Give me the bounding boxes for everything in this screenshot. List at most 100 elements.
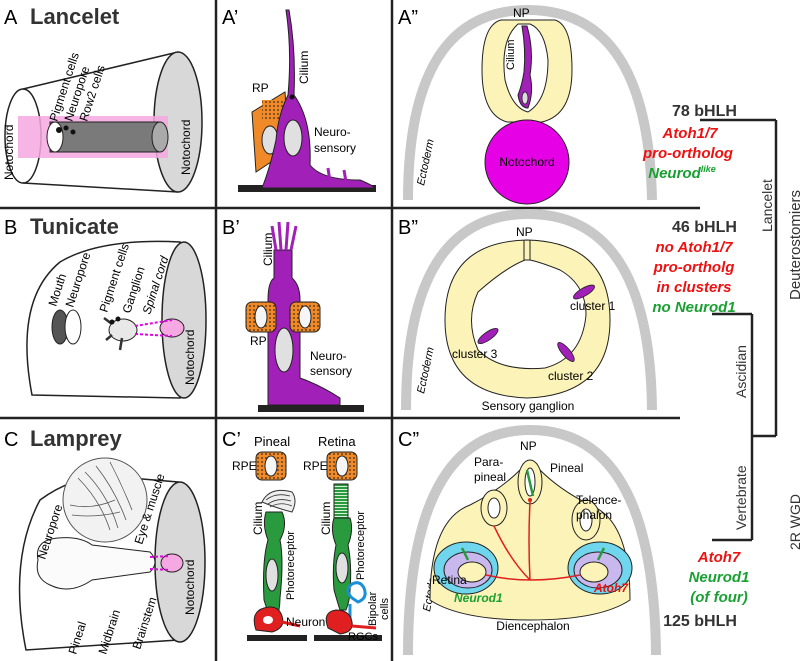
panel-a-letter: A (4, 7, 18, 29)
tree-tunicate-line-3: in clusters (656, 279, 731, 296)
b1-cilium-label: Cilium (261, 233, 275, 266)
lamprey-brain (36, 537, 156, 590)
c2-projections (485, 501, 581, 581)
tunicate-notochord-label: Notochord (183, 330, 197, 385)
a1-neuro-label-1: Neuro- (314, 125, 351, 139)
a1-basal-body (289, 94, 295, 100)
a2-notochord-label: Notochord (499, 155, 554, 169)
tunicate-body (26, 240, 181, 399)
b1-rp-cell-right (289, 301, 321, 333)
c1-neuron-label: Neuron (286, 615, 325, 629)
b1-neuro-label-2: sensory (310, 364, 352, 378)
c1-pineal-title: Pineal (254, 434, 290, 449)
tunicate-back-ellipse (161, 241, 207, 399)
b1-nucleus (274, 327, 294, 373)
tree-lancelet-neurod: Neurodlike (648, 164, 716, 182)
lancelet-notochord-right: Notochord (179, 120, 193, 175)
panel-b1-letter: B’ (222, 217, 240, 239)
panel-a: A Lancelet Notochord Notochord Pigment c… (2, 4, 203, 193)
tree-label-lancelet: Lancelet (759, 179, 775, 232)
panel-c2-letter: C” (398, 429, 419, 451)
tree-label-vertebrate: Vertebrate (733, 465, 749, 530)
panel-c-prime: C’ Pineal Retina RPE Cilium Photorecepto… (222, 429, 391, 643)
tree-lancelet-bhlh: 78 bHLH (672, 103, 737, 120)
c2-ectoderm-arc (403, 424, 661, 656)
c1-retina-title: Retina (318, 434, 356, 449)
c2-pineal-label: Pineal (550, 461, 583, 475)
c1-bipolar-cell (346, 581, 367, 604)
c1-rpe-label-2: RPE (303, 459, 328, 473)
c1-cilium-label-1: Cilium (251, 502, 265, 535)
panel-b2-letter: B” (398, 217, 418, 239)
tree-vert-of-four: (of four) (690, 589, 747, 606)
c2-retina-left (433, 541, 499, 595)
panel-a1-letter: A’ (222, 7, 238, 29)
panel-b-prime: B’ Cilium RP Neuro- sensory (222, 217, 364, 412)
a1-neuro-label-2: sensory (314, 141, 356, 155)
tree-tunicate-line-4: no Neurod1 (652, 299, 735, 316)
lancelet-pigment-spot (70, 129, 76, 135)
c2-tel-label-2: phalon (576, 508, 612, 522)
panel-b-double-prime: B” Ectoderm NP cluster 1 cluster 3 clust… (398, 208, 657, 413)
c2-tel-label-1: Telence- (576, 493, 621, 507)
lancelet-pigment-spot (63, 125, 69, 131)
panel-a2-letter: A” (398, 7, 418, 29)
panel-a-prime: A’ RP Cilium Neuro- sensory (222, 7, 377, 192)
tree-vert-atoh7: Atoh7 (697, 549, 741, 566)
a2-cilium-label: Cilium (505, 39, 517, 70)
b1-basal-bar (258, 405, 364, 412)
a2-np-label: NP (513, 6, 530, 20)
panel-b-title: Tunicate (30, 214, 119, 239)
c2-para-label-1: Para- (474, 455, 503, 469)
tunicate-ganglion (108, 318, 138, 342)
lancelet-pigment-spot (56, 127, 62, 133)
lamprey-eye-inset (62, 457, 148, 543)
b2-ectoderm-arc (401, 208, 657, 411)
a1-nucleus (283, 119, 303, 157)
tree-label-2r-wgd: 2R WGD (787, 494, 803, 550)
panel-c: C Lamprey Neuropore Eye & muscle Notocho… (4, 426, 206, 656)
lancelet-body-outline (22, 51, 179, 193)
b2-lumen (471, 259, 587, 370)
c1-retina-rpe (326, 451, 358, 481)
lancelet-notochord-left: Notochord (2, 125, 16, 180)
c1-retina-outer-segment (333, 483, 349, 519)
c2-para-label-2: pineal (474, 470, 506, 484)
tree-vert-bhlh: 125 bHLH (663, 613, 737, 630)
panel-a-double-prime: A” Ectoderm NP Cilium Notochord (398, 4, 657, 205)
c1-rgc (325, 609, 353, 635)
tree-tunicate-line-1: no Atoh1/7 (656, 239, 734, 256)
b2-ectoderm-label: Ectoderm (415, 346, 437, 395)
c2-retina-label: Retina (432, 573, 467, 587)
tree-lancelet-atoh-2: pro-ortholog (642, 145, 733, 162)
tree-label-deuterostomiers: Deuterostomiers (787, 190, 804, 300)
c1-cells-label: cells (379, 597, 391, 620)
a2-ectoderm-arc (403, 4, 657, 201)
panel-a-title: Lancelet (30, 4, 120, 29)
c1-cilium-label-2: Cilium (319, 502, 333, 535)
tunicate-spinal-cord (159, 318, 185, 338)
c1-photo-label-2: Photoreceptor (355, 511, 367, 580)
a2-notochord (484, 119, 570, 205)
tree-lancelet-atoh-1: Atoh1/7 (661, 125, 718, 142)
b1-cilia (270, 221, 298, 251)
b2-cluster1-label: cluster 1 (570, 299, 616, 313)
c1-rpe-label-1: RPE (232, 459, 257, 473)
b1-rp-label: RP (250, 334, 267, 348)
b2-cluster-cells (477, 284, 595, 362)
c1-rgcs-label: RGCs (348, 631, 378, 643)
a1-rp-label: RP (252, 81, 269, 95)
c1-bipolar-label: Bipolar (367, 591, 379, 626)
a2-cilium-cell (517, 25, 533, 109)
c1-pineal-rpe (255, 451, 287, 481)
panel-c-title: Lamprey (30, 426, 122, 451)
tree-label-ascidian: Ascidian (733, 345, 749, 398)
lamprey-notochord-label: Notochord (183, 560, 197, 615)
b2-np-label: NP (516, 225, 533, 239)
tree-vert-neurod1: Neurod1 (689, 569, 750, 586)
c2-np-label: NP (520, 439, 537, 453)
c1-photo-label-1: Photoreceptor (285, 531, 297, 600)
tree-tunicate-bhlh: 46 bHLH (672, 219, 737, 236)
a2-ectoderm-label: Ectoderm (415, 138, 437, 187)
